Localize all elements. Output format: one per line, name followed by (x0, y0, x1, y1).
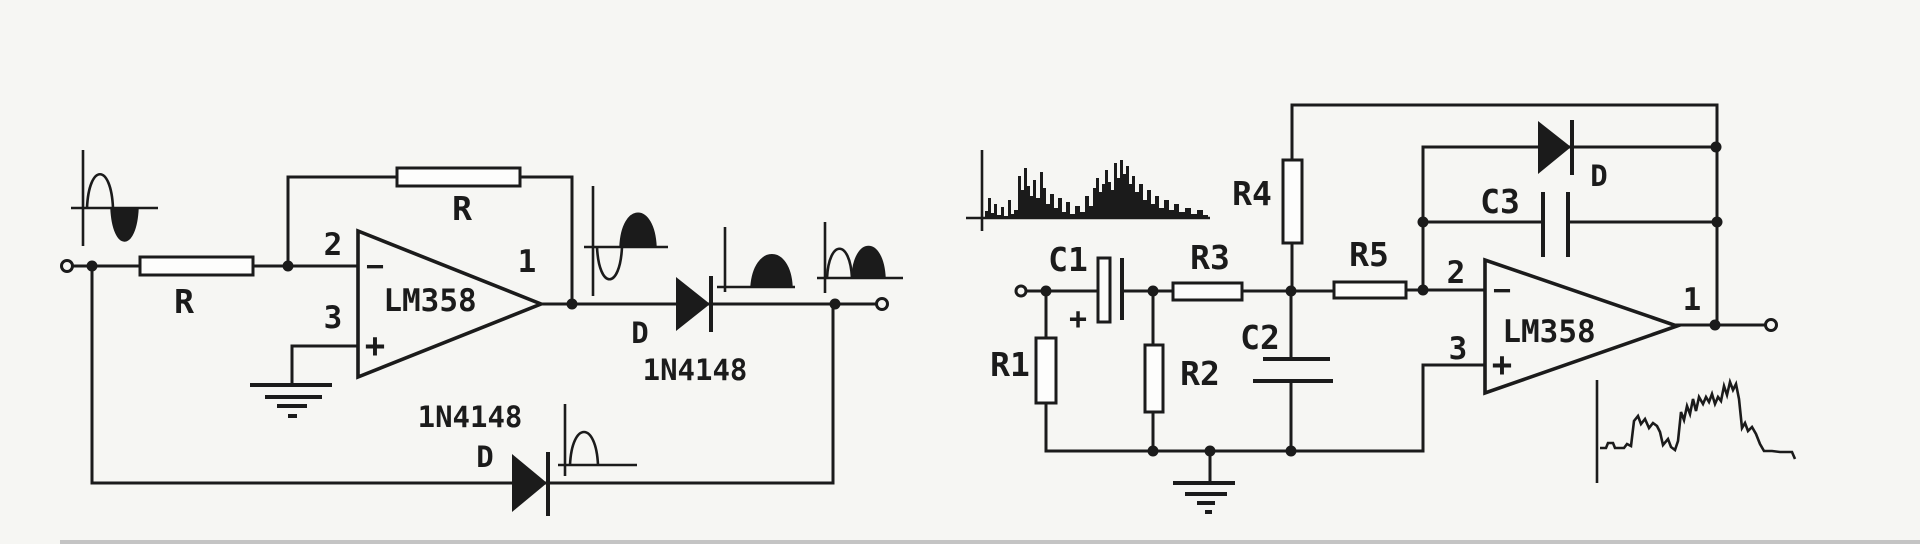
resistor-r4: R4 (1232, 158, 1304, 245)
plus-icon: + (1492, 345, 1512, 385)
ground-symbol (250, 383, 332, 418)
plus-icon: + (365, 326, 385, 366)
opamp-lm358-right: 2 3 1 − + LM358 (1447, 255, 1702, 396)
opamp-part-label: LM358 (383, 283, 476, 319)
diode-shunt-1n4148: 1N4148 D (418, 400, 550, 516)
opamp-lm358-left: 2 3 1 − + LM358 (324, 227, 546, 380)
opamp-triangle (356, 228, 546, 380)
diode-icon (512, 454, 547, 512)
envelope-detector-circuit: C1 + R1 R2 R3 R4 R5 (966, 103, 1797, 514)
r3-label: R3 (1190, 238, 1230, 277)
node-dot (1285, 285, 1297, 297)
output-terminal (875, 297, 889, 311)
ground-symbol (1173, 481, 1235, 514)
diode-feedback: D (1538, 120, 1608, 193)
node-dot (566, 298, 578, 310)
c2-label: C2 (1240, 318, 1280, 357)
node-dot (1040, 285, 1052, 297)
capacitor-c1: C1 + (1048, 240, 1124, 337)
pin3-label: 3 (324, 300, 343, 336)
opamp-triangle (1483, 257, 1683, 396)
node-dot (1285, 445, 1297, 457)
node-dot (1417, 284, 1429, 296)
resistor-r5: R5 (1332, 235, 1408, 300)
node-dot (1147, 445, 1159, 457)
diode-part-label: 1N4148 (418, 400, 523, 434)
pin3-label: 3 (1449, 331, 1468, 367)
capacitor-c2: C2 (1240, 318, 1333, 383)
shunt-hump-waveform (558, 404, 637, 476)
node-dot (1147, 285, 1159, 297)
minus-icon: − (1493, 273, 1511, 308)
r5-label: R5 (1349, 235, 1389, 274)
r4-label: R4 (1232, 174, 1272, 213)
input-terminal (1014, 284, 1028, 298)
wire-noninverting-riser (1421, 363, 1487, 453)
diode-series-1n4148: D 1N4148 (631, 276, 747, 387)
wire-feedback-right (518, 175, 574, 306)
diode-icon (1538, 121, 1571, 174)
node-dot (1710, 141, 1722, 153)
pin1-label: 1 (1683, 282, 1702, 318)
resistor-input-label: R (174, 282, 194, 321)
wires (1024, 103, 1767, 485)
resistor-r3: R3 (1171, 238, 1244, 302)
pin2-label: 2 (1447, 255, 1466, 291)
wire-noninverting-to-ground (290, 344, 360, 387)
precision-rectifier-circuit: R R 2 3 1 − + LM358 D 1N41 (60, 150, 903, 516)
node-dot (1709, 319, 1721, 331)
noise-spectrum-waveform (966, 150, 1210, 231)
wire-bypass-branch (90, 264, 835, 485)
wire-feedback-diode-branch (1421, 145, 1719, 292)
diode-icon (676, 277, 710, 331)
diode-ref-label: D (1590, 159, 1607, 193)
wire-feedback-left (286, 175, 399, 268)
capacitor-c3: C3 (1480, 182, 1570, 257)
diode-ref-label: D (631, 316, 648, 350)
half-wave-waveform (717, 227, 795, 292)
minus-icon: − (366, 249, 384, 284)
node-dot (1417, 216, 1429, 228)
full-wave-waveform (817, 222, 903, 293)
opamp-output-waveform (584, 186, 668, 296)
c1-label: C1 (1048, 240, 1088, 279)
envelope-output-waveform (1595, 377, 1797, 483)
input-sine-waveform (71, 150, 158, 246)
resistor-feedback-label: R (452, 189, 472, 228)
diode-part-label: 1N4148 (643, 353, 748, 387)
output-terminal (1764, 318, 1778, 332)
opamp-part-label: LM358 (1502, 314, 1595, 350)
pin1-label: 1 (518, 244, 537, 280)
wire-top-rail (1290, 103, 1719, 162)
input-terminal (60, 259, 74, 273)
r2-label: R2 (1180, 354, 1220, 393)
resistor-input-R: R (138, 255, 255, 321)
node-dot (1711, 216, 1723, 228)
pin2-label: 2 (324, 227, 343, 263)
c3-label: C3 (1480, 182, 1520, 221)
c1-plus-icon: + (1069, 302, 1087, 337)
cropped-bottom-edge (60, 540, 1920, 544)
node-dot (829, 298, 841, 310)
node-dot (86, 260, 98, 272)
r1-label: R1 (990, 345, 1030, 384)
resistor-r1: R1 (990, 336, 1058, 405)
node-dot (1204, 445, 1216, 457)
diode-ref-label: D (476, 440, 493, 474)
node-dot (282, 260, 294, 272)
resistor-feedback-R: R (395, 166, 522, 228)
resistor-r2: R2 (1143, 343, 1220, 414)
